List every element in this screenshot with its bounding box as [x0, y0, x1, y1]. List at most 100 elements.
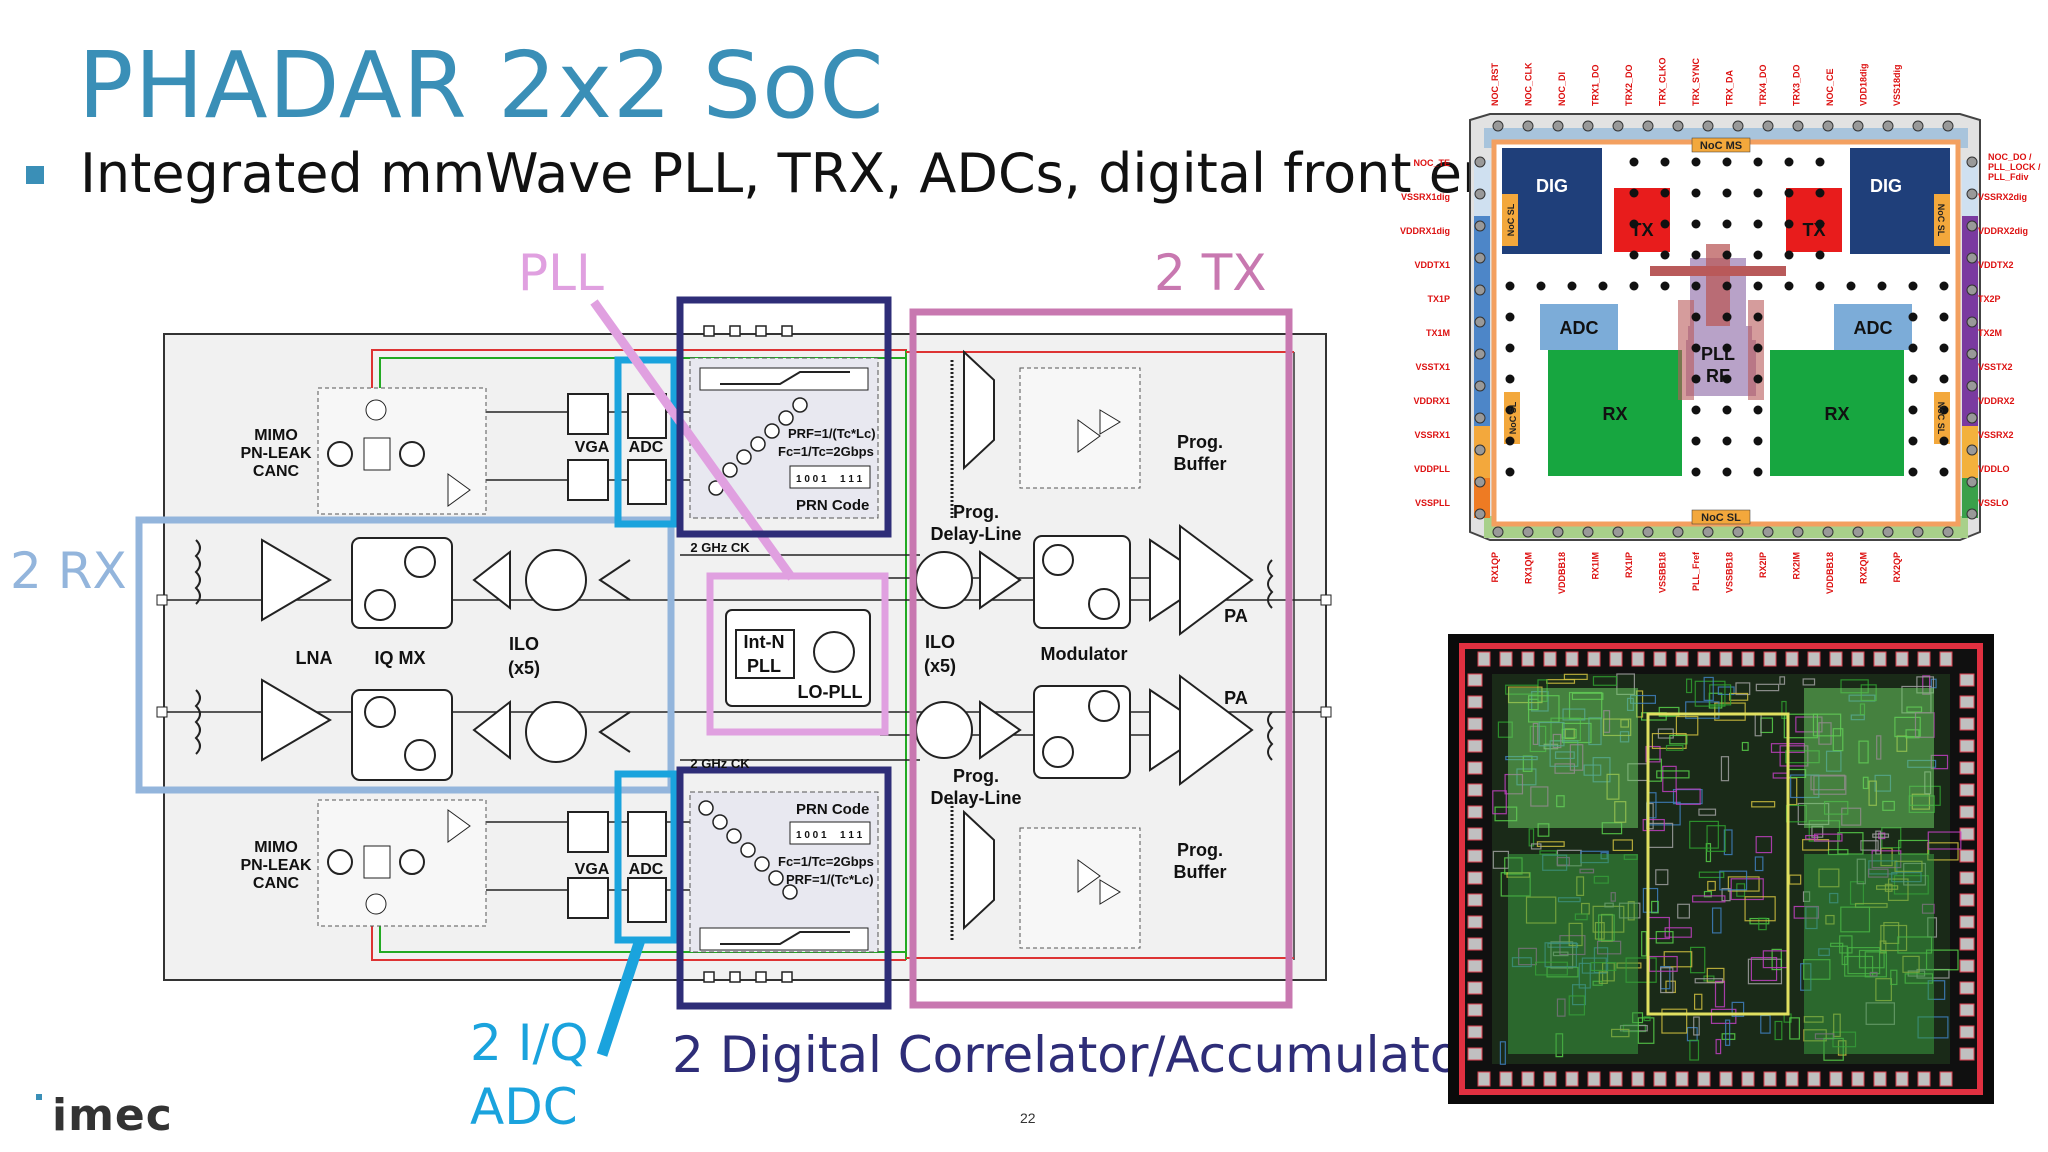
bottom-pin-label: VSSBB18 — [1725, 552, 1735, 593]
rx-region-box — [135, 516, 675, 794]
rx-callout: 2 RX — [10, 542, 127, 600]
correlator-region-bottom — [676, 766, 892, 1010]
bottom-pin-label: RX1QP — [1490, 552, 1500, 583]
top-pin-label: TRX2_DO — [1624, 64, 1634, 106]
adc-left-label: ADC — [1560, 318, 1599, 338]
adc-region-top — [614, 356, 678, 528]
prn-code-top: PRN Code — [796, 497, 869, 514]
bottom-pin-label: RX2QM — [1859, 552, 1869, 584]
right-pin-label: VSSTX2 — [1978, 362, 2013, 372]
tx-region-box — [909, 308, 1293, 1009]
top-pin-label: NOC_CLK — [1524, 62, 1534, 106]
bottom-pin-label: RX1IP — [1624, 552, 1634, 578]
prog-buffer-top-l2: Buffer — [1174, 454, 1227, 474]
dig-right-label: DIG — [1870, 176, 1902, 196]
pa-top-label: PA — [1224, 606, 1248, 626]
top-pin-label: TRX3_DO — [1792, 64, 1802, 106]
prog-buffer-bottom-l1: Prog. — [1177, 840, 1223, 860]
top-pin-label: VDD18dig — [1859, 63, 1869, 106]
iq-mx-label: IQ MX — [374, 648, 425, 668]
left-pin-label: VDDPLL — [1414, 464, 1451, 474]
bottom-pin-label: VDDBB18 — [1557, 552, 1567, 594]
prn-bits-top-a: 1 0 0 1 — [796, 474, 827, 485]
top-pin-label: TRX_DA — [1725, 69, 1735, 106]
left-pin-label: NOC_TE — [1413, 158, 1450, 168]
adc-callout-l2: ADC — [470, 1078, 578, 1136]
slide-title: PHADAR 2x2 SoC — [78, 32, 885, 139]
top-pin-label: VSS18dig — [1892, 64, 1902, 106]
prog-delay-bottom-l1: Prog. — [953, 766, 999, 786]
left-pin-label: VSSTX1 — [1415, 362, 1450, 372]
bottom-pin-label: VSSBB18 — [1658, 552, 1668, 593]
noc-sl-side-tl: NoC SL — [1506, 203, 1516, 236]
prog-buffer-bottom-l2: Buffer — [1174, 862, 1227, 882]
adc-region-bottom — [614, 770, 678, 944]
pll-region-box — [706, 572, 889, 736]
left-pin-label: VSSRX1 — [1414, 430, 1450, 440]
ck-label-bottom: 2 GHz CK — [690, 756, 750, 771]
ck-label-top: 2 GHz CK — [690, 540, 750, 555]
bottom-pin-label: RX2QP — [1892, 552, 1902, 583]
right-pin-label: TX2M — [1978, 328, 2002, 338]
adc-label-top: ADC — [629, 439, 664, 456]
int-n-l2: PLL — [747, 656, 781, 676]
right-pin-label: TX2P — [1978, 294, 2001, 304]
right-pin-label: VDDTX2 — [1978, 260, 2014, 270]
left-pin-label: VDDTX1 — [1414, 260, 1450, 270]
right-pin-label: VSSRX2dig — [1978, 192, 2027, 202]
pll-callout: PLL — [518, 244, 604, 302]
adc-right-label: ADC — [1854, 318, 1893, 338]
ilo-rx-l1: ILO — [509, 634, 539, 654]
lo-pll-label: LO-PLL — [798, 682, 863, 702]
mimo-bottom-l3: CANC — [253, 875, 300, 892]
right-pin-label: VSSLO — [1978, 498, 2009, 508]
adc-callout-l1: 2 I/Q — [470, 1014, 589, 1072]
right-pin-label: VSSRX2 — [1978, 430, 2014, 440]
left-pin-label: VSSRX1dig — [1401, 192, 1450, 202]
left-pin-label: VDDRX1 — [1413, 396, 1450, 406]
noc-sl-side-br: NoC SL — [1936, 402, 1946, 435]
fc-bottom: Fc=1/Tc=2Gbps — [778, 854, 874, 869]
right-pin-label: VDDRX2 — [1978, 396, 2015, 406]
bottom-pin-label: RX1QM — [1524, 552, 1534, 584]
tx-callout: 2 TX — [1154, 244, 1267, 302]
vga-label-top: VGA — [575, 439, 610, 456]
prog-buffer-top-l1: Prog. — [1177, 432, 1223, 452]
noc-sl-side-bl: NoC SL — [1508, 401, 1518, 434]
bullet-text: Integrated mmWave PLL, TRX, ADCs, digita… — [80, 142, 1531, 205]
mimo-top-l3: CANC — [253, 463, 300, 480]
pll-rf-l2: RF — [1706, 366, 1730, 386]
modulator-label: Modulator — [1041, 644, 1128, 664]
top-pin-label: TRX_SYNC — [1691, 57, 1701, 106]
top-pin-label: NOC_CE — [1825, 68, 1835, 106]
pll-rf-l1: PLL — [1701, 344, 1735, 364]
right-pin-label: VDDLO — [1978, 464, 2010, 474]
prf-top: PRF=1/(Tc*Lc) — [788, 426, 876, 441]
chip-floorplan: NoC MS NoC SL NoC SL NoC SL NoC SL NoC S… — [1400, 57, 2041, 594]
dig-left-label: DIG — [1536, 176, 1568, 196]
left-pin-label: VSSPLL — [1415, 498, 1451, 508]
int-n-l1: Int-N — [744, 632, 785, 652]
left-pin-label: TX1P — [1427, 294, 1450, 304]
prn-bits-bottom-a: 1 0 0 1 — [796, 830, 827, 841]
top-pin-label: NOC_DI — [1557, 72, 1567, 106]
bottom-pin-label: VDDBB18 — [1825, 552, 1835, 594]
bottom-pin-label: PLL_Fref — [1691, 551, 1701, 591]
noc-sl-label: NoC SL — [1701, 512, 1741, 524]
prn-bits-bottom-b: 1 1 1 — [840, 830, 863, 841]
correlator-region-top — [676, 296, 892, 538]
vga-label-bottom: VGA — [575, 861, 610, 878]
adc-label-bottom: ADC — [629, 861, 664, 878]
prn-code-bottom: PRN Code — [796, 801, 869, 818]
noc-ms-label: NoC MS — [1700, 140, 1742, 152]
top-pin-label: TRX4_DO — [1758, 64, 1768, 106]
bottom-pin-label: RX2IM — [1792, 552, 1802, 580]
bottom-pin-label: RX1IM — [1591, 552, 1601, 580]
noc-sl-side-tr: NoC SL — [1936, 204, 1946, 237]
pa-bottom-label: PA — [1224, 688, 1248, 708]
prog-delay-bottom-l2: Delay-Line — [930, 788, 1021, 808]
right-pin-label: NOC_DO /PLL_LOCK /PLL_Fdiv — [1988, 152, 2041, 182]
page-number: 22 — [1020, 1110, 1036, 1126]
tx-left-label: TX — [1630, 220, 1653, 240]
